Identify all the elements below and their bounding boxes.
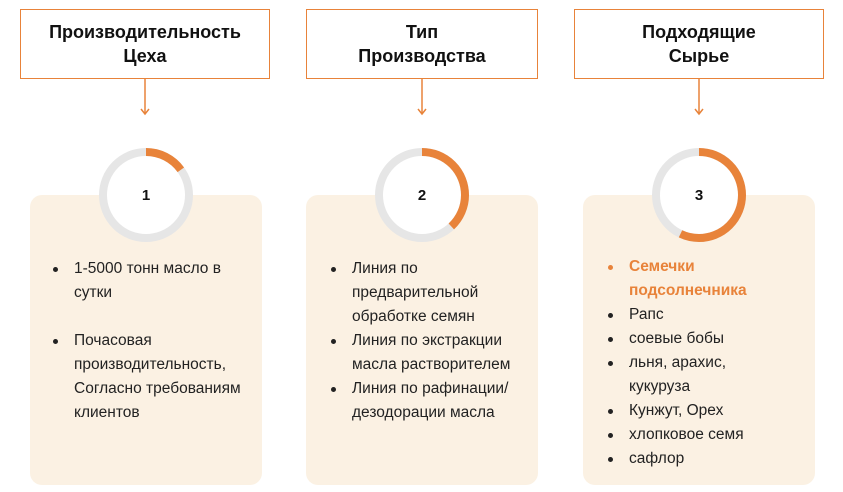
column-raw-materials: Подходящие Сырье Семечки подсолнечника Р…: [574, 0, 824, 492]
header-production-type: Тип Производства: [306, 9, 538, 79]
arrow-down-icon: [694, 79, 704, 116]
progress-ring-1: [99, 148, 193, 242]
step-number-2: 2: [417, 186, 427, 204]
column-productivity: Производительность Цеха 1-5000 тонн масл…: [20, 0, 270, 492]
list-item: хлопковое семя: [605, 423, 805, 447]
progress-ring-3: [652, 148, 746, 242]
header-productivity-title: Производительность Цеха: [49, 22, 241, 66]
list-item: Рапс: [605, 303, 805, 327]
header-productivity: Производительность Цеха: [20, 9, 270, 79]
list-item: соевые бобы: [605, 327, 805, 351]
arrow-down-icon: [140, 79, 150, 116]
list-item: Кунжут, Орех: [605, 399, 805, 423]
list-item: Семечки подсолнечника: [605, 255, 805, 303]
list-item: Линия по рафинации/ дезодорации масла: [328, 377, 528, 425]
productivity-list: 1-5000 тонн масло в сутки Почасовая прои…: [50, 257, 255, 425]
header-production-type-title: Тип Производства: [358, 22, 486, 66]
arrow-down-icon: [417, 79, 427, 116]
header-raw-materials: Подходящие Сырье: [574, 9, 824, 79]
list-item: Линия по предварительной обработке семян: [328, 257, 528, 329]
card-raw-materials: Семечки подсолнечника Рапс соевые бобы л…: [583, 195, 815, 485]
header-raw-materials-title: Подходящие Сырье: [642, 22, 756, 66]
card-production-type: Линия по предварительной обработке семян…: [306, 195, 538, 485]
production-type-list: Линия по предварительной обработке семян…: [328, 257, 528, 425]
list-item: сафлор: [605, 447, 805, 471]
card-productivity: 1-5000 тонн масло в сутки Почасовая прои…: [30, 195, 262, 485]
step-number-3: 3: [694, 186, 704, 204]
list-item: льня, арахис, кукуруза: [605, 351, 805, 399]
column-production-type: Тип Производства Линия по предварительно…: [306, 0, 546, 492]
list-item: Почасовая производительность, Согласно т…: [50, 329, 255, 425]
progress-ring-2: [375, 148, 469, 242]
step-number-1: 1: [141, 186, 151, 204]
list-item: Линия по экстракции масла растворителем: [328, 329, 528, 377]
list-item: 1-5000 тонн масло в сутки: [50, 257, 255, 305]
raw-materials-list: Семечки подсолнечника Рапс соевые бобы л…: [605, 255, 805, 471]
